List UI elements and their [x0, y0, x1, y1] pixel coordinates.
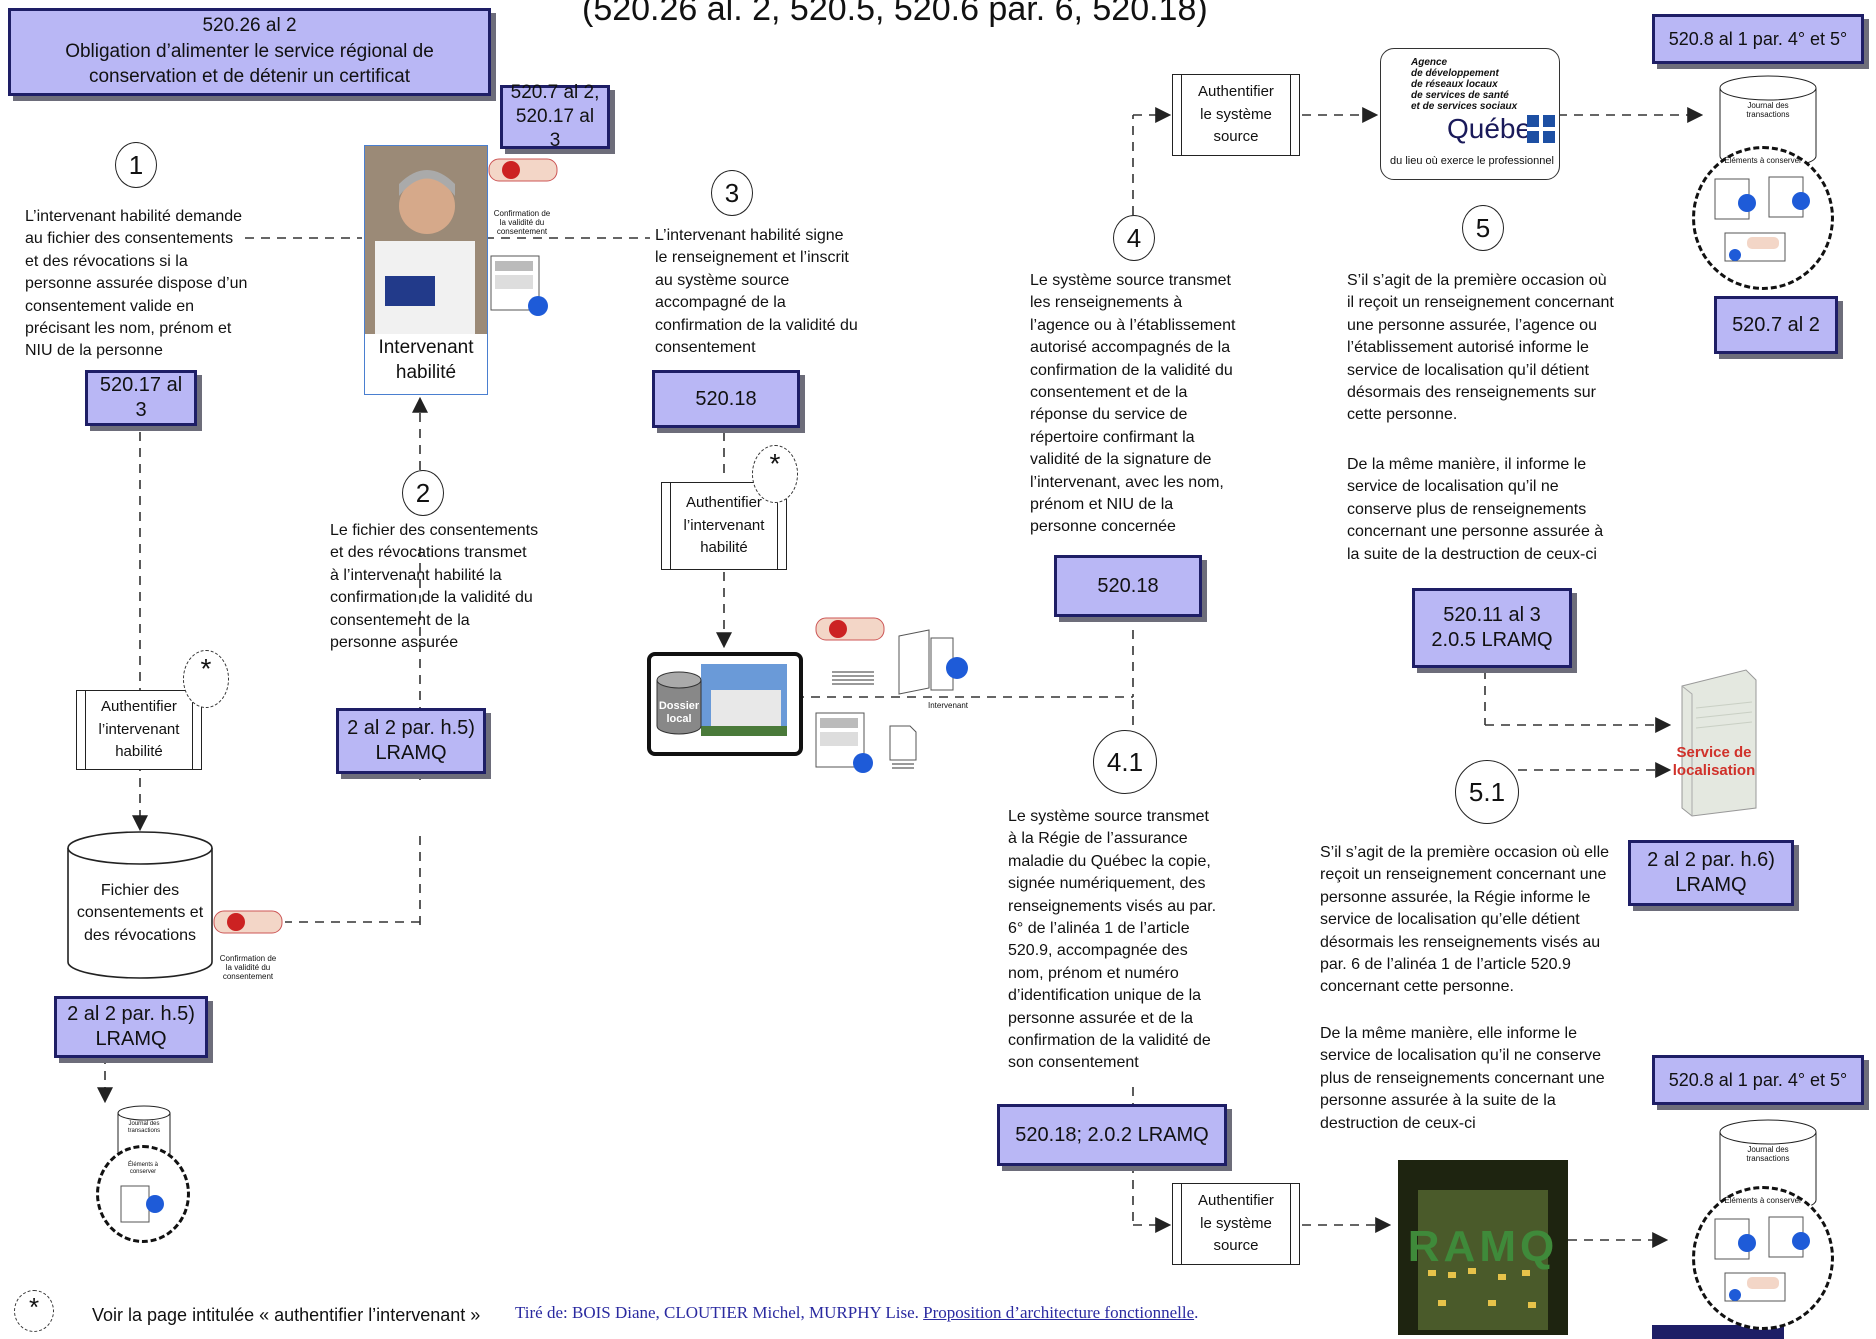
dossier-local: Dossier local [647, 652, 803, 756]
step-1-marker: 1 [115, 142, 157, 188]
fichier-consentements-db: Fichier des consentements et des révocat… [66, 830, 214, 980]
elements-label-left: Éléments à conserver [127, 1162, 158, 1175]
document-icon [815, 712, 873, 774]
elements-label-top: Éléments à conserver [1724, 156, 1802, 165]
scroll-icon [812, 612, 888, 646]
step-3-marker: 3 [711, 170, 753, 216]
ramq-label: RAMQ [1407, 1222, 1559, 1271]
auth-intervenant-left: Authentifier l’intervenant habilité [76, 690, 202, 770]
confirmation-label-left: Confirmation de la validité du consentem… [219, 954, 277, 981]
footer-source: Tiré de: BOIS Diane, CLOUTIER Michel, MU… [515, 1303, 1198, 1323]
step-5-marker: 5 [1462, 205, 1504, 251]
fichier-label: Fichier des consentements et des révocat… [76, 882, 204, 944]
journal-label-left: Journal des transactions [127, 1121, 161, 1134]
step-4-text: Le système source transmet les renseigne… [1030, 272, 1236, 536]
ref-2al2-h5-a: 2 al 2 par. h.5) LRAMQ [336, 708, 486, 774]
ramq-building: RAMQ [1398, 1160, 1568, 1335]
auth-reference-marker-left: * [183, 650, 229, 708]
journal-label-bottom: Journal des transactions [1746, 1145, 1790, 1163]
footer-note: Voir la page intitulée « authentifier l’… [92, 1305, 481, 1325]
footer-source-link[interactable]: Proposition d’architecture fonctionnelle [923, 1303, 1195, 1322]
step-5-1-marker: 5.1 [1455, 760, 1519, 824]
auth-system-top: Authentifier le système source [1172, 74, 1300, 156]
diagram-title: (520.26 al. 2, 520.5, 520.6 par. 6, 520.… [582, 0, 1208, 28]
auth-reference-marker-mid: * [752, 445, 798, 503]
step-3-text: L’intervenant habilité signe le renseign… [655, 227, 858, 356]
confirmation-label-top: Confirmation de la validité du consentem… [493, 209, 551, 236]
step-4-marker: 4 [1113, 215, 1155, 261]
elements-conserver-top: Éléments à conserver [1692, 146, 1834, 290]
step-2-marker: 2 [402, 470, 444, 516]
ref-520-7-al2: 520.7 al 2 [1714, 296, 1838, 354]
step-1-text: L’intervenant habilité demande au fichie… [25, 208, 248, 360]
footer-source-dot: . [914, 1303, 924, 1322]
step-4-1-marker: 4.1 [1093, 730, 1157, 794]
intervenant-label: Intervenant habilité [378, 337, 474, 383]
agence-line4: de services de santé [1411, 90, 1509, 101]
scroll-icon [485, 153, 561, 187]
step-4-1-text: Le système source transmet à la Régie de… [1008, 808, 1217, 1072]
agence-quebec-box: Agence de développement de réseaux locau… [1380, 48, 1560, 180]
ref-520-18-2-0-2: 520.18; 2.0.2 LRAMQ [997, 1104, 1227, 1166]
ref-520-8-bottom: 520.8 al 1 par. 4° et 5° [1652, 1055, 1864, 1105]
doctor-photo [365, 146, 487, 334]
service-localisation-label: Service de localisation [1672, 744, 1756, 779]
obligation-text: Obligation d’alimenter le service région… [65, 40, 434, 88]
certificate-icon [895, 628, 969, 700]
ref-2al2-h6: 2 al 2 par. h.6) LRAMQ [1628, 840, 1794, 906]
quebec-flag-icon [1527, 115, 1555, 143]
agence-line5: et de services sociaux [1411, 101, 1518, 112]
elements-conserver-bottom: Éléments à conserver [1692, 1186, 1834, 1330]
service-localisation: Service de localisation [1668, 668, 1760, 818]
ref-520-8-top: 520.8 al 1 par. 4° et 5° [1652, 14, 1864, 64]
agence-line2: de développement [1411, 68, 1499, 79]
journal-label-top: Journal des transactions [1746, 101, 1790, 119]
intervenant-small-label: Intervenant [927, 701, 969, 710]
footer-source-end: . [1194, 1303, 1199, 1322]
barcode-icon [830, 668, 876, 688]
file-icon [888, 724, 918, 772]
dossier-label: Dossier local [658, 700, 700, 726]
document-icon [490, 255, 548, 317]
agence-line3: de réseaux locaux [1411, 79, 1498, 90]
auth-intervenant-mid: Authentifier l’intervenant habilité [661, 482, 787, 570]
obligation-title: 520.26 al 2 [202, 15, 297, 36]
elements-conserver-left: Éléments à conserver [96, 1145, 190, 1243]
step-5-1-text-b: De la même manière, elle informe le serv… [1320, 1025, 1605, 1132]
auth-system-bottom: Authentifier le système source [1172, 1183, 1300, 1265]
step-2-text: Le fichier des consentements et des révo… [330, 522, 539, 651]
agence-caption: du lieu où exerce le professionnel [1390, 155, 1554, 167]
scroll-icon [210, 905, 286, 939]
intervenant-card: Intervenant habilité [364, 145, 488, 395]
ref-520-18-b: 520.18 [1054, 555, 1202, 617]
obligation-box: 520.26 al 2 Obligation d’alimenter le se… [8, 8, 491, 96]
ref-520-11-al3: 520.11 al 3 2.0.5 LRAMQ [1412, 588, 1572, 668]
agence-line1: Agence [1411, 57, 1448, 68]
elements-label-bottom: Éléments à conserver [1724, 1196, 1802, 1205]
step-5-text-a: S’il s’agit de la première occasion où i… [1347, 272, 1614, 424]
footer-source-authors: Tiré de: BOIS Diane, CLOUTIER Michel, MU… [515, 1303, 915, 1322]
step-5-text-b: De la même manière, il informe le servic… [1347, 456, 1604, 563]
ref-520-17-al3: 520.17 al 3 [85, 370, 197, 426]
ref-520-18-a: 520.18 [652, 370, 800, 428]
ref-520-7-al2-520-17-al3: 520.7 al 2, 520.17 al 3 [500, 82, 610, 151]
ref-2al2-h5-b: 2 al 2 par. h.5) LRAMQ [54, 996, 208, 1058]
footer-star-icon: * [14, 1290, 54, 1332]
step-5-1-text-a: S’il s’agit de la première occasion où e… [1320, 844, 1610, 996]
